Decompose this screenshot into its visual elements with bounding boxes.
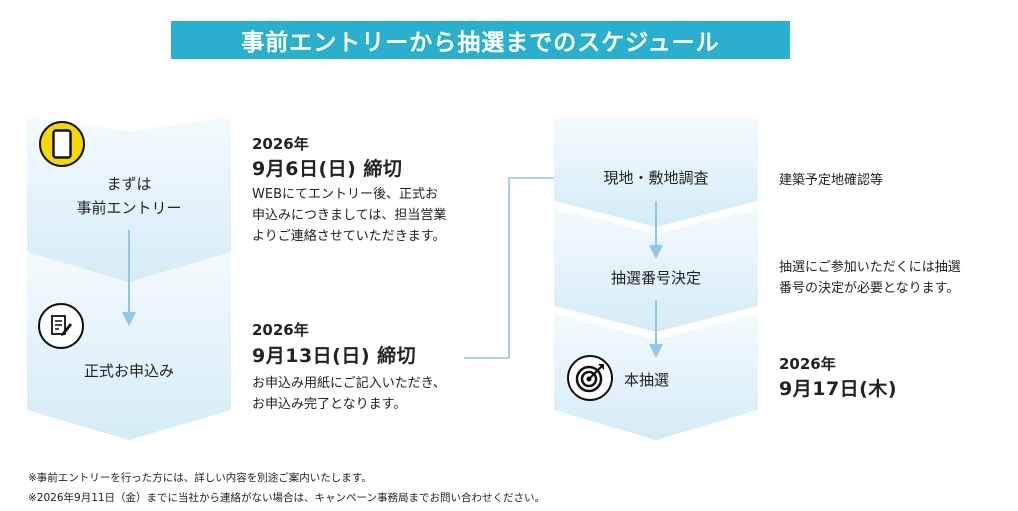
footnote-1: ※事前エントリーを行った方には、詳しい内容を別途ご案内いたします。 <box>28 472 372 484</box>
number-note: 抽選にご参加いただくには抽選 番号の決定が必要となります。 <box>779 260 961 296</box>
deadline2-year: 2026年 <box>252 321 309 339</box>
deadline2-description: お申込み用紙にご記入いただき、 お申込み完了となります。 <box>252 376 446 412</box>
step-chevron-number <box>554 208 758 332</box>
down-arrow-left <box>122 230 136 326</box>
down-arrow-right-1 <box>649 201 663 259</box>
step-label-application: 正式お申込み <box>83 362 174 380</box>
lottery-date: 9月17日(木) <box>779 378 898 400</box>
step-label-survey: 現地・敷地調査 <box>603 169 709 187</box>
step-label-number: 抽選番号決定 <box>610 269 701 287</box>
footnote-2: ※2026年9月11日（金）までに当社から連絡がない場合は、キャンペーン事務局ま… <box>28 492 546 504</box>
document-pen-icon <box>38 303 84 349</box>
deadline1-description: WEBにてエントリー後、正式お 申込みにつきましては、担当営業 よりご連絡させて… <box>252 187 447 244</box>
step-chevron-lottery <box>554 314 758 440</box>
page-title: 事前エントリーから抽選までのスケジュール <box>171 21 790 59</box>
survey-note: 建築予定地確認等 <box>779 173 884 188</box>
step-label-lottery: 本抽選 <box>624 371 670 389</box>
step-chevron-application <box>27 252 231 440</box>
deadline1-year: 2026年 <box>252 135 309 153</box>
down-arrow-right-2 <box>649 300 663 358</box>
smartphone-icon <box>39 121 85 167</box>
target-icon <box>567 355 613 401</box>
deadline2-date: 9月13日(日) 締切 <box>252 345 417 367</box>
deadline1-date: 9月6日(日) 締切 <box>252 158 403 180</box>
step-label-entry: まずは 事前エントリー <box>76 175 182 217</box>
lottery-year: 2026年 <box>779 355 836 373</box>
step-chevron-survey <box>554 117 758 227</box>
